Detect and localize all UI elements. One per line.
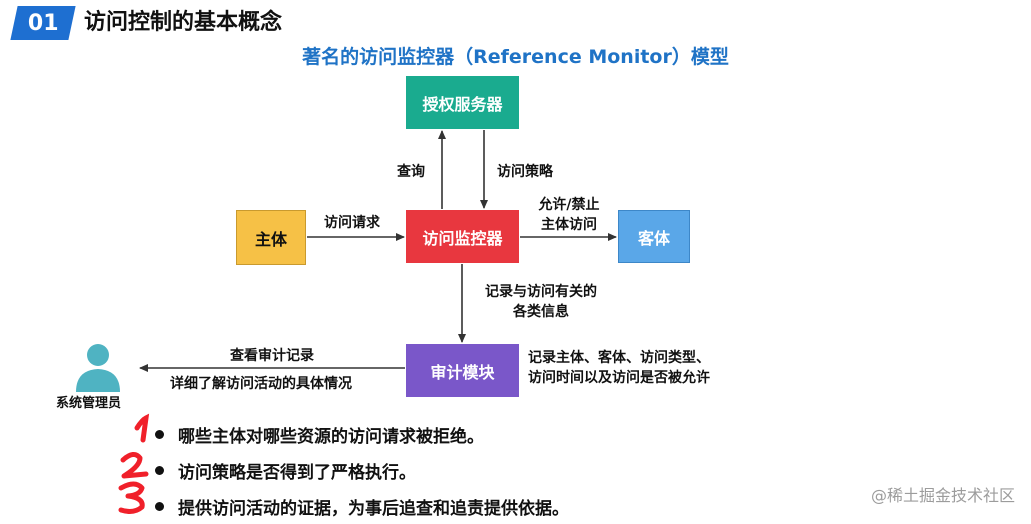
object-node: 客体 [618,210,690,263]
label-record-line2: 各类信息 [513,304,569,320]
label-access-policy: 访问策略 [497,164,553,180]
bullet-item: 访问策略是否得到了严格执行。 [155,452,569,488]
bullet-item: 提供访问活动的证据，为事后追查和追责提供依据。 [155,488,569,524]
admin-user-icon [76,344,120,392]
label-record: 记录与访问有关的 各类信息 [466,282,616,322]
admin-label: 系统管理员 [56,396,122,411]
bullet-item: 哪些主体对哪些资源的访问请求被拒绝。 [155,416,569,452]
handwritten-number-1-icon [134,413,150,443]
label-access-request: 访问请求 [324,215,380,231]
bullet-text: 提供访问活动的证据，为事后追查和追责提供依据。 [178,498,569,519]
label-allow-deny: 允许/禁止 主体访问 [526,195,612,235]
label-allow-deny-line1: 允许/禁止 [538,197,600,213]
bullet-text: 访问策略是否得到了严格执行。 [178,462,416,483]
bullet-dot-icon [155,465,164,475]
audit-note: 记录主体、客体、访问类型、 访问时间以及访问是否被允许 [528,348,710,388]
audit-note-line2: 访问时间以及访问是否被允许 [528,370,710,386]
page-title: 访问控制的基本概念 [84,10,283,35]
audit-note-line1: 记录主体、客体、访问类型、 [528,350,710,366]
label-record-line1: 记录与访问有关的 [485,284,597,300]
diagram-title: 著名的访问监控器（Reference Monitor）模型 [302,46,729,68]
label-detail-activity: 详细了解访问活动的具体情况 [170,376,352,392]
auth-server-node: 授权服务器 [406,76,519,129]
label-view-audit: 查看审计记录 [230,348,314,364]
watermark: @稀土掘金技术社区 [870,486,1015,505]
bullet-text: 哪些主体对哪些资源的访问请求被拒绝。 [178,426,484,447]
reference-monitor-node: 访问监控器 [406,210,519,263]
audit-module-node: 审计模块 [406,344,519,397]
bullet-dot-icon [155,501,164,511]
subject-node: 主体 [236,210,306,265]
bullet-dot-icon [155,429,164,439]
handwritten-number-2-icon [120,452,149,479]
handwritten-number-3-icon [118,481,145,514]
label-query: 查询 [397,164,425,180]
bullet-list: 哪些主体对哪些资源的访问请求被拒绝。 访问策略是否得到了严格执行。 提供访问活动… [155,416,569,524]
label-allow-deny-line2: 主体访问 [541,217,597,233]
